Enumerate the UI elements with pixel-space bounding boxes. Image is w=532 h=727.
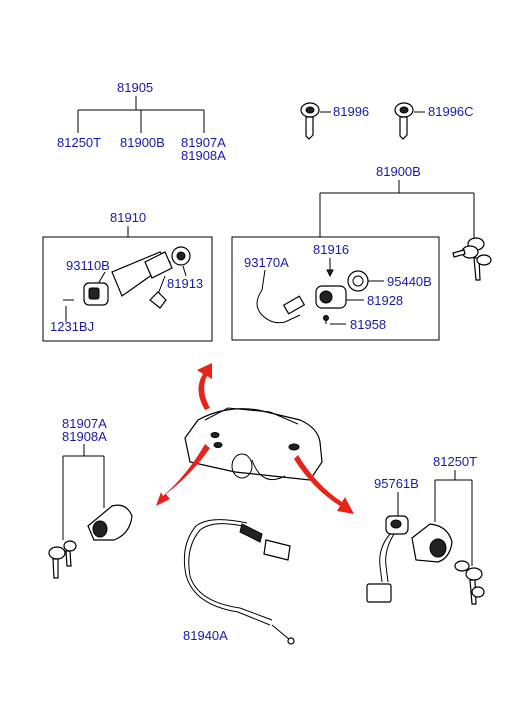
label-81907A-top[interactable]: 81907A xyxy=(181,135,226,150)
label-81928[interactable]: 81928 xyxy=(367,293,403,308)
label-1231BJ[interactable]: 1231BJ xyxy=(50,319,94,334)
label-81958[interactable]: 81958 xyxy=(350,317,386,332)
group-box-81900B xyxy=(231,236,440,341)
arrow-to-right-group xyxy=(294,455,354,514)
lock-assembly-81900B-icon xyxy=(256,258,384,325)
trunk-lock-81250T-icon xyxy=(366,515,485,605)
arrow-to-top-group xyxy=(197,363,212,410)
label-93110B[interactable]: 93110B xyxy=(66,258,110,273)
label-81900B-top[interactable]: 81900B xyxy=(120,135,165,150)
label-81996[interactable]: 81996 xyxy=(333,104,369,119)
car-outline-icon xyxy=(184,407,323,481)
label-81907A-left[interactable]: 81907A xyxy=(62,416,107,431)
label-81250T-top[interactable]: 81250T xyxy=(57,135,101,150)
label-81908A-left[interactable]: 81908A xyxy=(62,429,107,444)
label-81940A[interactable]: 81940A xyxy=(183,628,228,643)
label-81916[interactable]: 81916 xyxy=(313,242,349,257)
cable-81940A-icon xyxy=(183,519,295,645)
label-81250T-right[interactable]: 81250T xyxy=(433,454,477,469)
label-81908A-top[interactable]: 81908A xyxy=(181,148,226,163)
keyset-81900B-icon xyxy=(452,237,492,281)
label-81910[interactable]: 81910 xyxy=(110,210,146,225)
tree-81905 xyxy=(77,96,205,133)
key-81996C-icon xyxy=(394,102,425,140)
arrow-to-left-group xyxy=(156,444,210,506)
ignition-cylinder-81910-icon xyxy=(63,246,191,322)
label-93170A[interactable]: 93170A xyxy=(244,255,289,270)
label-81905[interactable]: 81905 xyxy=(117,80,153,95)
label-95440B[interactable]: 95440B xyxy=(387,274,432,289)
label-81900B-group[interactable]: 81900B xyxy=(376,164,421,179)
door-lock-81907A-icon xyxy=(48,504,133,579)
group-box-81910 xyxy=(42,236,213,342)
label-81996C[interactable]: 81996C xyxy=(428,104,474,119)
label-81913[interactable]: 81913 xyxy=(167,276,203,291)
label-95761B[interactable]: 95761B xyxy=(374,476,419,491)
key-81996-icon xyxy=(300,102,331,140)
